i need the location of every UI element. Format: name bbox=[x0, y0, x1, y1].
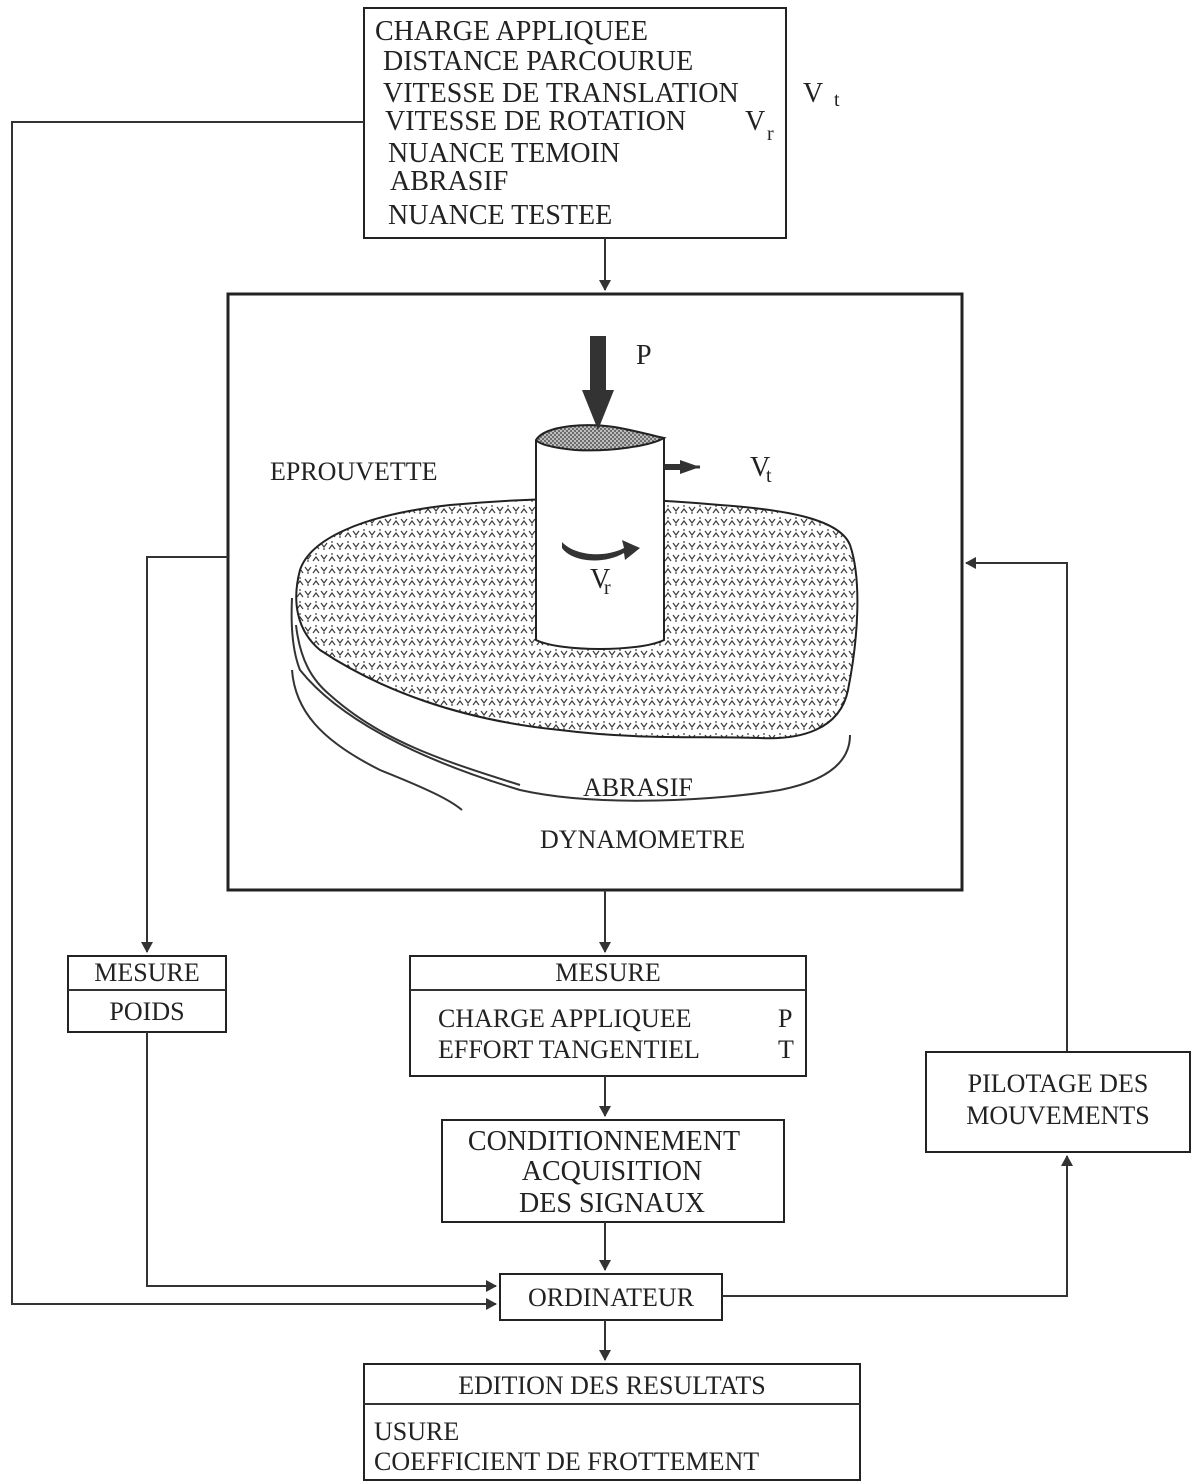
conditioning-line-2: ACQUISITION bbox=[522, 1156, 702, 1187]
rotation-arrow-icon bbox=[562, 540, 640, 561]
computer-label: ORDINATEUR bbox=[528, 1283, 695, 1312]
force-measure-load-symbol: P bbox=[778, 1004, 792, 1033]
arrow-machine-to-weight bbox=[141, 556, 228, 953]
input-vr-sub: r bbox=[767, 123, 774, 145]
input-rotation-speed: VITESSE DE ROTATION bbox=[385, 106, 686, 137]
arrow-motion-to-machine bbox=[965, 557, 1068, 1052]
computer-box: ORDINATEUR bbox=[499, 1273, 723, 1321]
input-abrasive: ABRASIF bbox=[390, 166, 508, 197]
specimen-cylinder-body bbox=[535, 438, 665, 650]
abrasive-disc-lower-edge bbox=[291, 669, 463, 811]
specimen-top-face bbox=[534, 424, 667, 452]
conditioning-box: CONDITIONNEMENT ACQUISITION DES SIGNAUX bbox=[441, 1119, 785, 1223]
force-measure-header: MESURE bbox=[555, 958, 660, 987]
translation-sub: t bbox=[766, 465, 772, 487]
weight-measure-box: MESURE POIDS bbox=[67, 955, 227, 1033]
rotation-sub: r bbox=[604, 577, 611, 599]
abrasive-label: ABRASIF bbox=[583, 773, 693, 802]
load-label: P bbox=[636, 340, 652, 371]
results-box: EDITION DES RESULTATS USURE COEFFICIENT … bbox=[363, 1363, 861, 1481]
results-wear: USURE bbox=[374, 1417, 459, 1446]
specimen-label: EPROUVETTE bbox=[270, 457, 438, 486]
motion-control-box: PILOTAGE DES MOUVEMENTS bbox=[925, 1051, 1191, 1153]
results-friction-coefficient: COEFFICIENT DE FROTTEMENT bbox=[374, 1447, 759, 1476]
input-vr-symbol: V bbox=[745, 106, 765, 137]
dynamometer-label: DYNAMOMETRE bbox=[540, 825, 745, 854]
conditioning-line-3: DES SIGNAUX bbox=[519, 1188, 705, 1219]
weight-measure-item: POIDS bbox=[109, 997, 184, 1026]
input-applied-load: CHARGE APPLIQUEE bbox=[375, 16, 648, 47]
input-vt-symbol: V bbox=[803, 78, 823, 109]
inputs-box: CHARGE APPLIQUEE DISTANCE PARCOURUE VITE… bbox=[363, 7, 840, 239]
force-measure-tangential-symbol: T bbox=[778, 1035, 794, 1064]
input-vt-sub: t bbox=[834, 89, 840, 111]
test-machine-frame: P V t V r EPROUVETTE ABRASIF DYNAMOMETRE bbox=[226, 292, 964, 892]
force-measure-tangential: EFFORT TANGENTIEL bbox=[438, 1035, 700, 1064]
force-measure-box: MESURE CHARGE APPLIQUEE P EFFORT TANGENT… bbox=[409, 955, 807, 1077]
arrow-computer-to-motion bbox=[722, 1155, 1073, 1297]
force-measure-load: CHARGE APPLIQUEE bbox=[438, 1004, 692, 1033]
arrow-inputs-to-computer bbox=[11, 121, 497, 1310]
arrow-weight-to-computer bbox=[146, 1032, 497, 1292]
motion-control-line-1: PILOTAGE DES bbox=[968, 1069, 1149, 1098]
input-distance: DISTANCE PARCOURUE bbox=[383, 46, 693, 77]
input-translation-speed: VITESSE DE TRANSLATION bbox=[383, 78, 739, 109]
load-arrow-icon bbox=[582, 336, 614, 430]
translation-label: V bbox=[750, 452, 770, 483]
weight-measure-header: MESURE bbox=[94, 958, 199, 987]
rotation-label: V bbox=[590, 564, 610, 595]
conditioning-line-1: CONDITIONNEMENT bbox=[468, 1126, 740, 1157]
motion-control-line-2: MOUVEMENTS bbox=[966, 1101, 1149, 1130]
results-header: EDITION DES RESULTATS bbox=[458, 1371, 766, 1400]
input-tested-grade: NUANCE TESTEE bbox=[388, 200, 612, 231]
abrasive-disc-side-1 bbox=[290, 597, 851, 802]
input-reference-grade: NUANCE TEMOIN bbox=[388, 138, 620, 169]
abrasive-disc-side-2 bbox=[295, 624, 521, 786]
